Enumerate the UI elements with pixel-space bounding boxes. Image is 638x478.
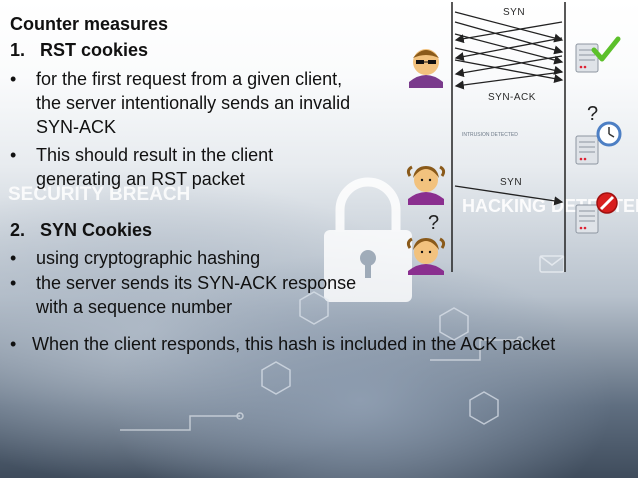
hexagon-pattern-icon: [261, 291, 499, 425]
intrusion-detected-text: INTRUSION DETECTED: [462, 132, 518, 138]
server-question-mark: ?: [587, 103, 599, 125]
bullet-line: for the first request from a given clien…: [36, 69, 343, 89]
slide-heading: Counter measures: [10, 14, 169, 34]
envelope-icon: [539, 255, 565, 273]
attacker-avatar-icon: [409, 49, 443, 88]
client-avatar-icon: [406, 237, 446, 275]
section1-number: 1.: [10, 40, 26, 60]
bullet-line: with a sequence number: [36, 297, 233, 317]
syn-arrow-bottom: [454, 185, 564, 206]
client-question-mark: ?: [428, 212, 440, 234]
section2-number: 2.: [10, 220, 26, 240]
checkmark-icon: [591, 36, 621, 62]
bullet-dot: •: [10, 273, 17, 293]
bullet-line: the server sends its SYN-ACK response: [36, 273, 357, 293]
server-blocked-icon: [575, 192, 618, 234]
security-breach-text: SECURITY BREACH: [8, 184, 190, 205]
syn-label-bottom: SYN: [500, 177, 523, 188]
server-clock-icon: [575, 121, 622, 165]
bullet-line: When the client responds, this hash is i…: [32, 334, 556, 354]
bullet-line: This should result in the client: [36, 145, 274, 165]
bullet-dot: •: [10, 145, 17, 165]
syn-ack-label: SYN-ACK: [488, 92, 536, 103]
server-ok-icon: [575, 36, 621, 73]
client-avatar-icon: [406, 165, 446, 205]
syn-ack-arrows: [454, 21, 563, 90]
section1-title: RST cookies: [40, 40, 149, 60]
section2-title: SYN Cookies: [40, 220, 153, 240]
bullet-dot: •: [10, 69, 17, 89]
syn-label-top: SYN: [503, 7, 526, 18]
bullet-dot: •: [10, 334, 17, 354]
circuit-lines-icon: [120, 336, 524, 431]
padlock-icon: [324, 177, 412, 302]
bullet-dot: •: [10, 248, 17, 268]
bullet-line: the server intentionally sends an invali…: [36, 93, 351, 113]
bullet-line: SYN-ACK: [36, 117, 117, 137]
bullet-line: generating an RST packet: [36, 169, 245, 189]
bullet-line: using cryptographic hashing: [36, 248, 261, 268]
